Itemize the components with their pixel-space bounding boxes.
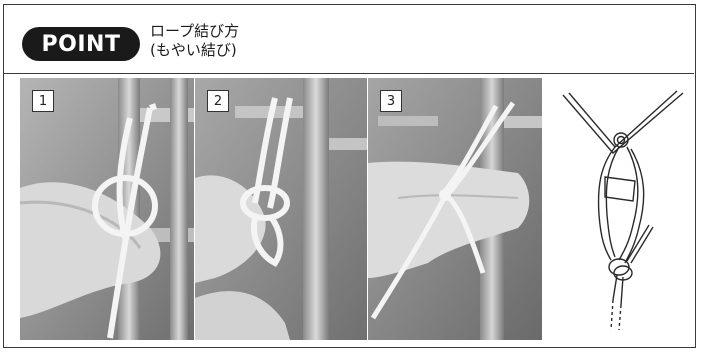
step-3-image — [368, 78, 542, 340]
step-3-photo: 3 — [368, 78, 542, 340]
step-2-photo: 2 — [195, 78, 367, 340]
step-3-number: 3 — [380, 90, 402, 112]
bowline-knot-illustration — [562, 90, 684, 331]
step-1-image — [20, 78, 194, 340]
step-2-image — [195, 78, 367, 340]
title-line-1: ロープ結び方 — [150, 22, 240, 40]
step-1-number: 1 — [32, 90, 54, 112]
outer-frame — [3, 4, 696, 348]
point-badge: POINT — [22, 27, 140, 61]
step-2-number: 2 — [207, 90, 229, 112]
point-badge-label: POINT — [41, 31, 121, 57]
step-1-photo: 1 — [20, 78, 194, 340]
header-divider — [4, 73, 694, 74]
page-title: ロープ結び方 (もやい結び) — [150, 22, 239, 60]
title-line-2: (もやい結び) — [150, 41, 237, 59]
